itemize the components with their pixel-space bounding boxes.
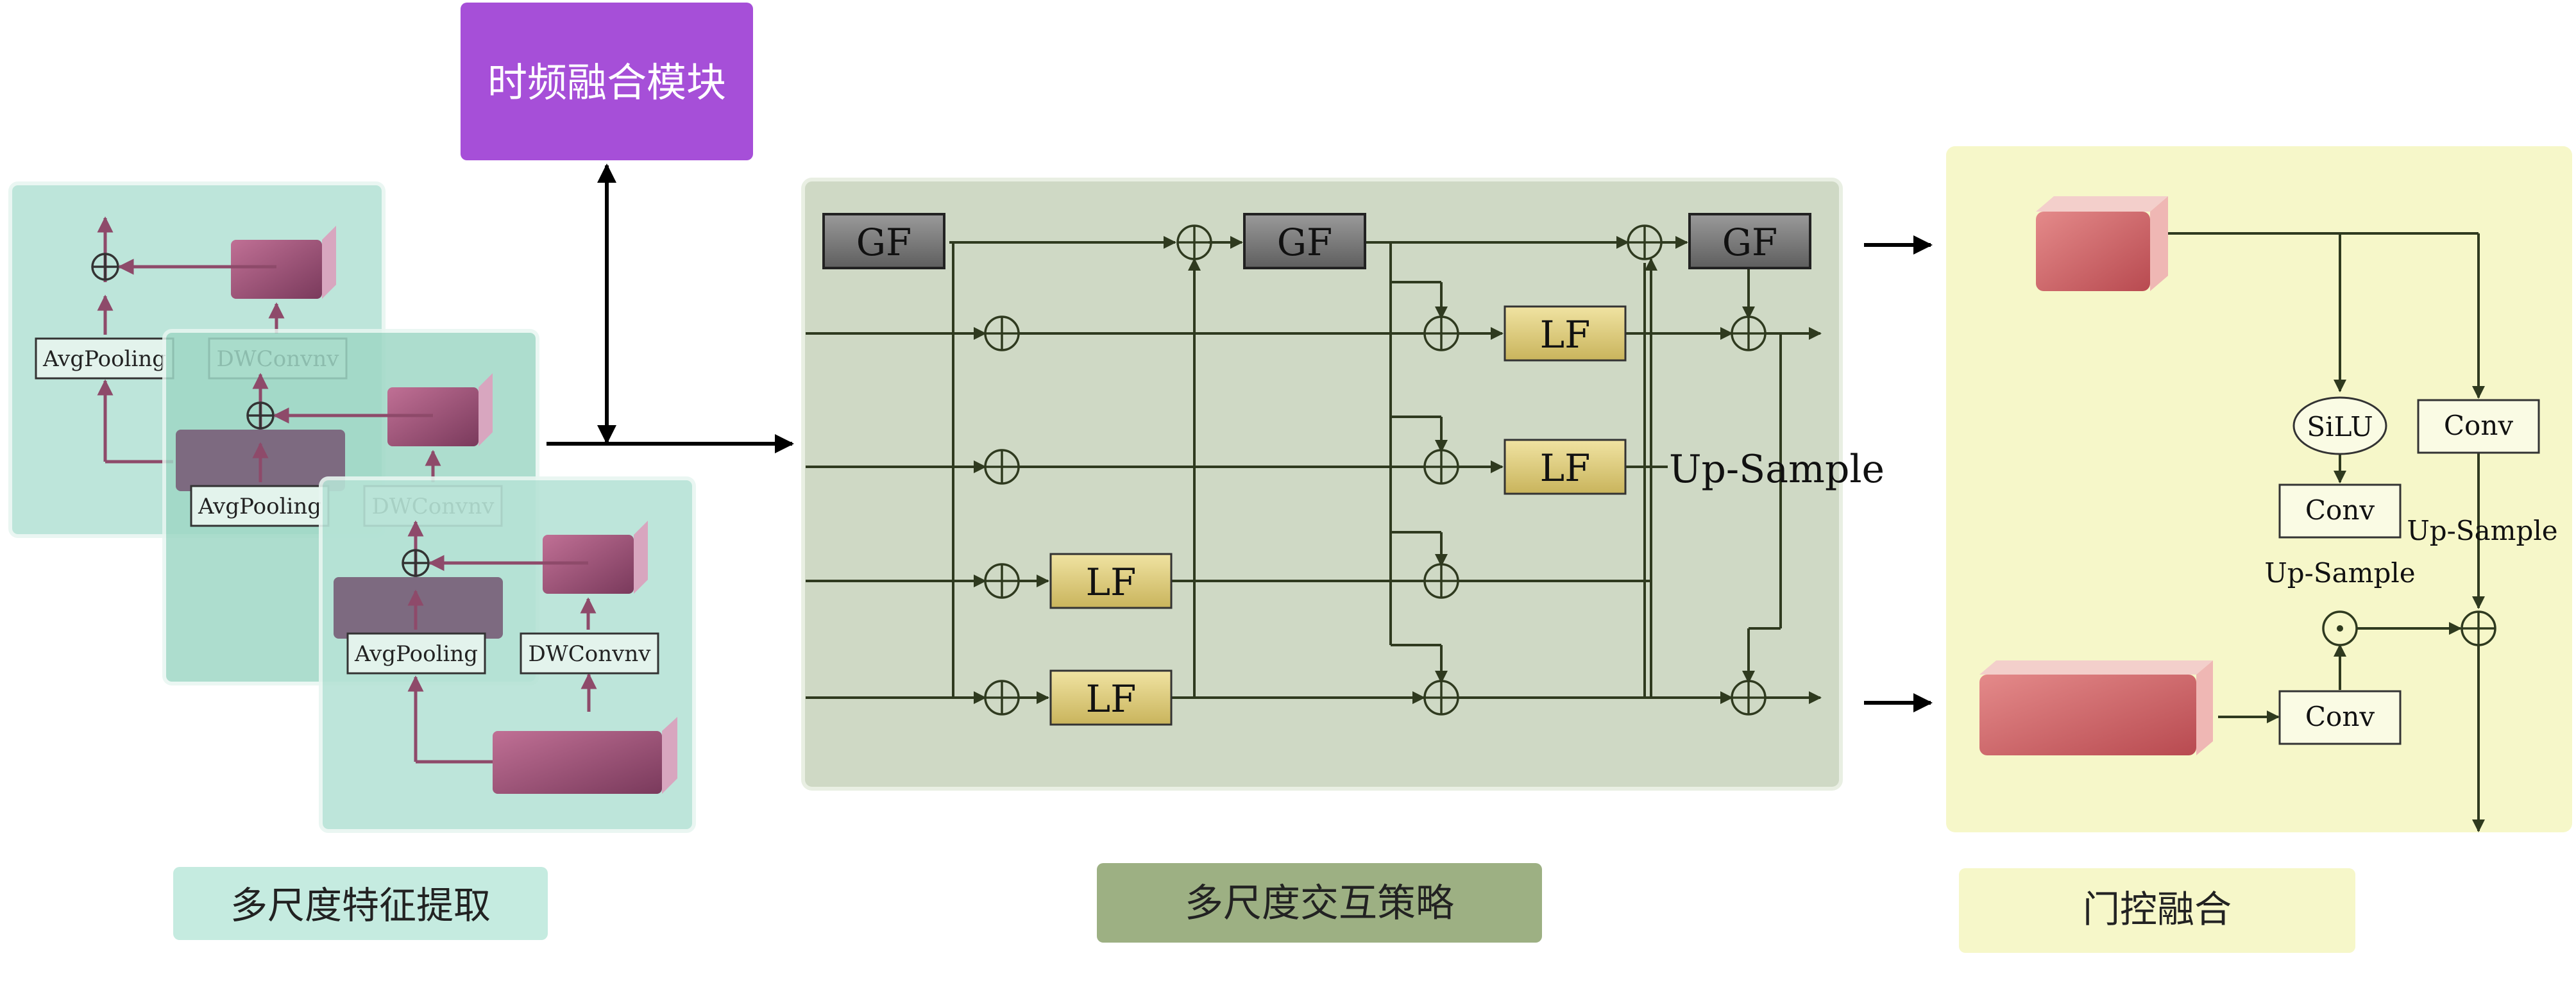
oplus-icon: [984, 449, 1020, 485]
feature-block-1-front: [231, 240, 322, 299]
oplus-icon: [1423, 315, 1459, 351]
dwconv-label-3: DWConvnv: [529, 641, 652, 667]
avgpool-label-2: AvgPooling: [198, 494, 321, 519]
oplus-icon: [984, 315, 1020, 351]
extraction-caption-box: [173, 867, 548, 940]
extraction-caption: 多尺度特征提取: [173, 867, 548, 940]
lf-box-1: LF: [1504, 305, 1627, 362]
oplus-icon: [91, 253, 119, 281]
oplus-icon: [984, 563, 1020, 599]
time-frequency-module: 时频融合模块: [461, 3, 753, 160]
interaction-lines: [806, 236, 1822, 704]
gating-input-arrows: [1864, 235, 1933, 712]
conv-label-right: Conv: [2444, 410, 2513, 441]
avgpool-label-3: AvgPooling: [354, 641, 478, 667]
avgpool-box-3: [346, 632, 486, 675]
interaction-oplus-nodes: [984, 224, 1767, 716]
gf-box-3: GF: [1688, 213, 1811, 269]
oplus-icon: [1423, 563, 1459, 599]
feature-block-3-side: [634, 521, 648, 594]
interaction-caption-label: 多尺度交互策略: [1185, 881, 1454, 926]
gating-caption-label: 门控融合: [2083, 887, 2232, 931]
interaction-caption: 多尺度交互策略: [1097, 863, 1542, 943]
odot-icon: [2322, 610, 2358, 646]
feature-block-3-base: [493, 731, 662, 794]
dwconv-box-3: [520, 632, 659, 675]
oplus-icon: [1627, 224, 1663, 260]
oplus-icon: [2461, 610, 2496, 646]
interaction-panel: GF GF GF LF LF LF LF Up-Sample: [801, 178, 1885, 791]
oplus-icon: [1176, 224, 1212, 260]
oplus-icon: [1731, 680, 1767, 716]
lf-label-4: LF: [1086, 677, 1137, 721]
extraction-panel-3: AvgPooling DWConvnv: [319, 476, 696, 833]
oplus-icon: [246, 401, 275, 430]
gf-box-1: GF: [822, 213, 945, 269]
lf-label-1: LF: [1540, 313, 1591, 357]
gating-caption-box: [1959, 868, 2355, 953]
oplus-icon: [1423, 449, 1459, 485]
gating-lines: [2168, 232, 2485, 832]
lf-box-3: LF: [1049, 553, 1173, 609]
feature-block-3-base-side: [662, 717, 677, 794]
module-arrows: [547, 164, 794, 453]
interaction-caption-box: [1097, 863, 1542, 943]
gating-upsample-right: Up-Sample: [2407, 515, 2557, 546]
conv-label-middle: Conv: [2305, 494, 2375, 526]
interaction-upsample-label: Up-Sample: [1669, 447, 1885, 492]
gf-label-1: GF: [856, 221, 912, 264]
time-frequency-module-label: 时频融合模块: [487, 59, 726, 106]
feature-block-1: [231, 226, 336, 299]
feature-block-2-side: [479, 373, 493, 446]
feature-block-1-side: [322, 226, 336, 299]
oplus-icon: [984, 680, 1020, 716]
gating-caption: 门控融合: [1959, 868, 2355, 953]
conv-box-right: [2417, 399, 2540, 454]
conv-box-bottom: [2278, 690, 2402, 745]
oplus-icon: [1423, 680, 1459, 716]
gating-feature-bottom: [1979, 660, 2213, 755]
time-frequency-module-box: [461, 3, 753, 160]
avgpool-label-1: AvgPooling: [42, 346, 166, 372]
odot-center: [2337, 625, 2343, 632]
oplus-icon: [1731, 315, 1767, 351]
gating-feature-top: [2036, 196, 2168, 291]
conv-label-bottom: Conv: [2305, 701, 2375, 732]
gf-label-2: GF: [1277, 221, 1333, 264]
feature-block-3-shadow: [334, 577, 503, 639]
lf-box-4: LF: [1049, 669, 1173, 726]
gf-label-3: GF: [1722, 221, 1778, 264]
oplus-icon: [402, 549, 430, 577]
gating-panel: SiLU Conv Conv Conv Up-Sample Up-Sample: [1946, 146, 2572, 832]
silu-label: SiLU: [2307, 411, 2373, 442]
extraction-caption-label: 多尺度特征提取: [230, 884, 491, 927]
lf-label-2: LF: [1540, 446, 1591, 490]
avgpool-box-1: [35, 337, 174, 380]
gating-upsample-left: Up-Sample: [2264, 557, 2415, 589]
lf-box-2: LF: [1504, 439, 1627, 495]
avgpool-box-2: [190, 485, 330, 527]
gf-box-2: GF: [1243, 213, 1366, 269]
lf-label-3: LF: [1086, 560, 1137, 604]
conv-box-middle: [2278, 483, 2402, 539]
silu-node: [2292, 396, 2387, 455]
